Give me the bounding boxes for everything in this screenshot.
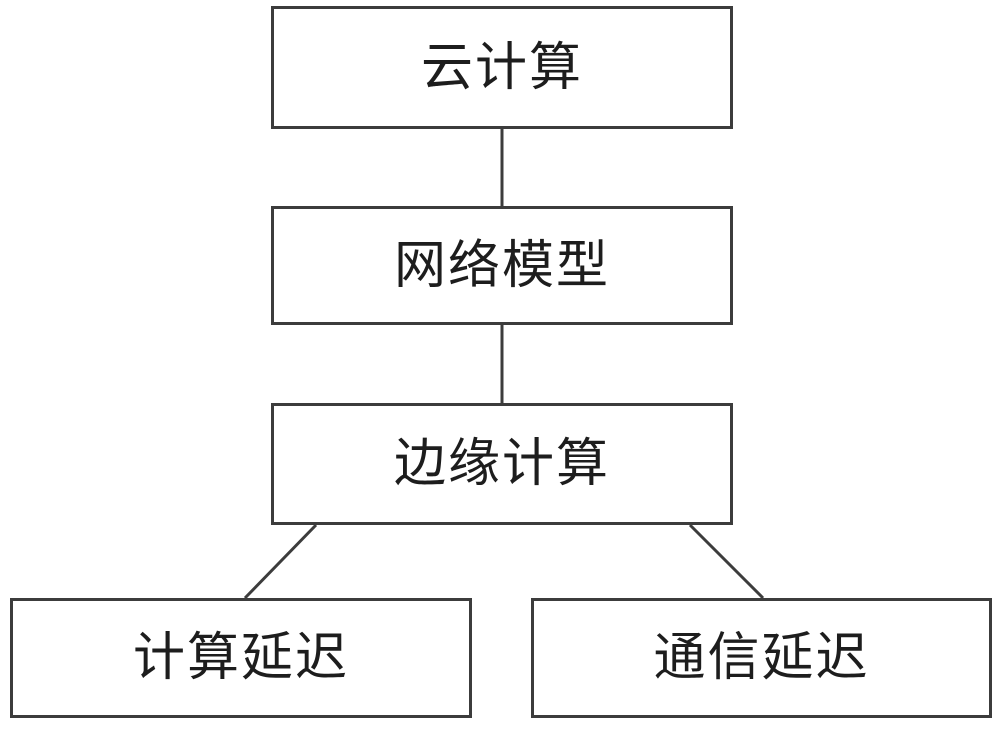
node-label-communication-delay: 通信延迟 <box>653 628 870 688</box>
node-label-network-model: 网络模型 <box>393 235 610 296</box>
connector-edge-to-communication-delay <box>688 523 765 600</box>
node-communication-delay: 通信延迟 <box>531 598 992 718</box>
node-edge-computing: 边缘计算 <box>271 403 733 525</box>
connector-edge-to-computation-delay <box>243 523 318 600</box>
node-network-model: 网络模型 <box>271 206 733 325</box>
node-cloud-computing: 云计算 <box>271 6 733 129</box>
node-computation-delay: 计算延迟 <box>10 598 472 718</box>
node-label-cloud-computing: 云计算 <box>420 37 583 98</box>
node-label-edge-computing: 边缘计算 <box>393 434 610 494</box>
node-label-computation-delay: 计算延迟 <box>132 628 349 688</box>
